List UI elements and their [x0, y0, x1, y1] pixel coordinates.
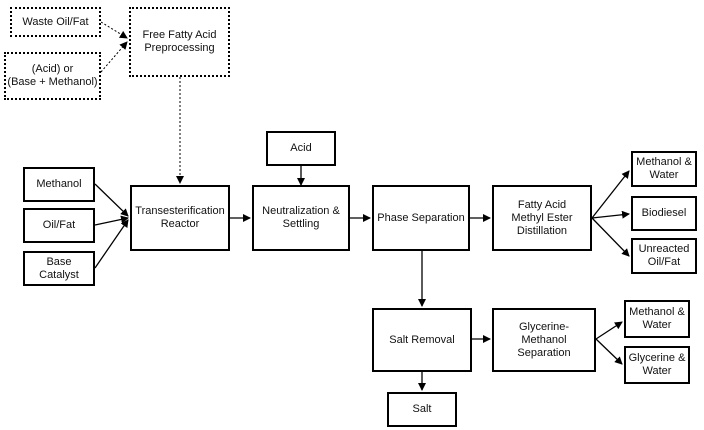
node-transesterification-reactor: Transesterification Reactor [130, 185, 230, 251]
node-waste-oil: Waste Oil/Fat [10, 7, 101, 37]
node-acid: Acid [266, 131, 336, 166]
node-methanol-water-top: Methanol & Water [631, 151, 697, 187]
node-acid-or-base: (Acid) or (Base + Methanol) [4, 52, 101, 100]
node-methanol-water-bottom: Methanol & Water [624, 300, 690, 338]
node-biodiesel: Biodiesel [631, 196, 697, 231]
node-neutralization-settling: Neutralization & Settling [252, 185, 350, 251]
node-oil-fat: Oil/Fat [23, 208, 95, 243]
arrow-acid-base-to-ffa [100, 41, 128, 73]
node-base-catalyst: Base Catalyst [23, 251, 95, 286]
arrow-waste-oil-to-ffa [100, 21, 128, 39]
node-salt: Salt [387, 392, 457, 427]
node-ffa-preprocessing: Free Fatty Acid Preprocessing [129, 7, 230, 77]
arrow-sep-to-methanol-water [595, 321, 623, 340]
arrow-distillation-to-biodiesel [591, 210, 630, 219]
node-fame-distillation: Fatty Acid Methyl Ester Distillation [492, 185, 592, 251]
arrow-oilfat-to-reactor [94, 215, 129, 226]
arrow-catalyst-to-reactor [94, 219, 129, 269]
node-methanol: Methanol [23, 167, 95, 202]
node-glycerine-methanol-separation: Glycerine- Methanol Separation [492, 308, 596, 372]
arrow-sep-to-glycerine-water [595, 338, 623, 365]
node-glycerine-water: Glycerine & Water [624, 346, 690, 384]
arrow-distillation-to-unreacted [591, 217, 630, 257]
arrow-distillation-to-methanol-water [591, 170, 630, 219]
node-phase-separation: Phase Separation [372, 185, 470, 251]
node-unreacted-oil-fat: Unreacted Oil/Fat [631, 238, 697, 274]
arrow-methanol-to-reactor [94, 183, 129, 217]
node-salt-removal: Salt Removal [372, 308, 472, 372]
